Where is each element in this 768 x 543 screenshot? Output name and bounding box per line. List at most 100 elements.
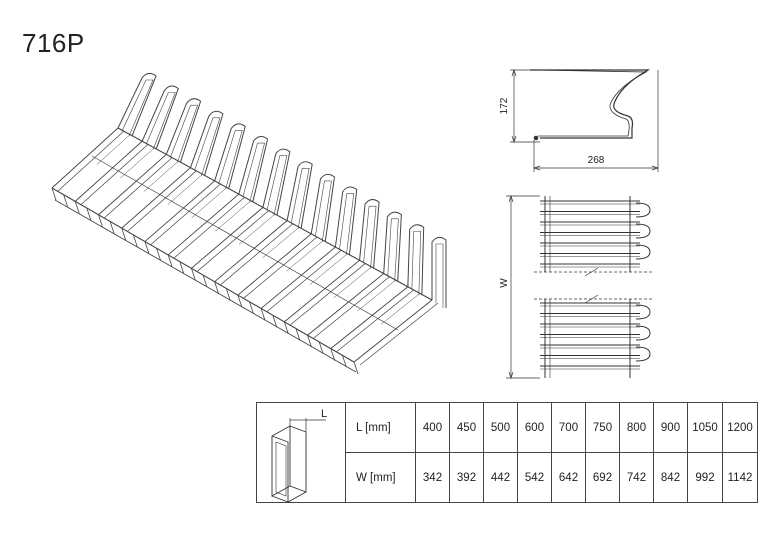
basket-front-hook	[225, 288, 231, 301]
basket-divider-loop	[290, 168, 310, 229]
basket-divider-loop	[435, 243, 444, 308]
basket-floor-wire	[243, 236, 318, 299]
basket-floor-wire	[392, 299, 433, 332]
basket-divider-loop	[141, 85, 179, 150]
table-row: L [mm] 400 450 500 600 700 750 800 900 1…	[256, 402, 758, 503]
basket-divider-loop	[117, 72, 157, 137]
basket-divider-loop	[214, 123, 246, 190]
basket-floor-wire	[309, 253, 348, 285]
basket-divider-loop	[170, 104, 199, 163]
basket-floor-wire	[220, 223, 294, 285]
basket-floor-wire	[359, 302, 439, 366]
basket-floor-wire	[144, 160, 179, 192]
basket-divider-loop	[238, 136, 269, 203]
basket-floor-wire	[357, 279, 396, 312]
basket-front-hook	[272, 315, 278, 328]
basket-front-hook	[295, 328, 301, 341]
basket-divider-loop	[286, 161, 313, 229]
depth-dimension-label: 268	[588, 155, 605, 166]
basket-front-hook	[237, 294, 243, 308]
basket-divider-loop	[339, 193, 355, 256]
basket-floor-wire	[369, 286, 409, 318]
basket-floor-wire	[238, 213, 276, 245]
basket-floor-wire	[127, 170, 197, 232]
width-dimension-label: W	[499, 278, 510, 288]
basket-divider-loop	[310, 173, 335, 242]
table-cell: 342	[415, 452, 450, 503]
top-view-loop-end	[635, 244, 651, 260]
basket-front-hook	[86, 207, 92, 221]
basket-floor-wire	[215, 200, 252, 232]
basket-floor-wire	[155, 167, 191, 199]
basket-divider-loop	[411, 231, 422, 295]
basket-front-hook	[132, 234, 138, 247]
table-cell: 750	[585, 402, 620, 453]
basket-floor-wire	[150, 183, 221, 245]
basket-floor-wire	[167, 174, 203, 205]
basket-floor-wire	[266, 249, 342, 312]
basket-floor-wire	[108, 141, 143, 172]
table-cell: 692	[585, 452, 620, 503]
basket-front-hook	[307, 335, 312, 348]
basket-floor-wire	[298, 246, 336, 278]
basket-perspective-illustration	[51, 72, 447, 375]
basket-front-hook	[144, 241, 150, 254]
basket-floor-wire	[262, 227, 300, 258]
basket-floor-wire	[179, 180, 215, 212]
basket-floor-wire	[120, 147, 155, 179]
product-code: 716P	[22, 28, 85, 58]
basket-front-hook	[342, 355, 347, 368]
size-table: L [mm] 400 450 500 600 700 750 800 900 1…	[256, 402, 758, 503]
top-view-loop-end	[635, 325, 651, 341]
basket-floor-wire	[104, 157, 173, 219]
basket-front-hook	[283, 321, 289, 334]
table-cell: 542	[517, 452, 552, 503]
table-cell: 642	[551, 452, 586, 503]
basket-divider-loop	[363, 205, 377, 269]
basket-front-rail	[54, 199, 357, 373]
basket-floor-wire	[197, 210, 270, 272]
basket-floor-wire	[336, 289, 415, 352]
table-cell: 1142	[722, 452, 758, 503]
basket-floor-wire	[290, 263, 366, 326]
top-view-loop-end	[635, 202, 651, 218]
basket-front-hook	[214, 281, 219, 294]
basket-front-hook	[121, 228, 127, 241]
basket-divider-loop	[266, 155, 288, 216]
table-cell: 500	[483, 402, 518, 453]
basket-floor-wire	[80, 143, 149, 205]
table-cell: 842	[653, 452, 688, 503]
basket-front-hook	[318, 341, 324, 355]
top-view-loop-end	[635, 346, 651, 362]
basket-divider-loop	[383, 211, 402, 282]
basket-front-hook	[63, 194, 68, 207]
table-cell: 600	[517, 402, 552, 453]
basket-front-hook	[74, 201, 80, 214]
table-cell: 400	[415, 402, 450, 453]
basket-front-hook	[191, 268, 196, 281]
basket-floor-wire	[380, 293, 421, 325]
basket-divider-loop	[242, 142, 265, 203]
table-icon-cell	[256, 402, 346, 503]
top-view-loop-end	[635, 304, 651, 320]
height-dimension-label: 172	[499, 97, 510, 114]
table-cell: 1200	[722, 402, 758, 453]
basket-divider-loop	[189, 110, 224, 176]
basket-floor-wire	[173, 196, 245, 259]
basket-floor-wire	[96, 134, 131, 165]
basket-floor-wire	[203, 193, 239, 225]
basket-mid-rail	[91, 155, 399, 331]
basket-front-hook	[260, 308, 266, 321]
basket-front-hook	[202, 274, 208, 288]
basket-front-hook	[249, 301, 254, 314]
basket-front-hook	[353, 361, 359, 375]
row-label: W [mm]	[345, 452, 416, 503]
table-cell: 700	[551, 402, 586, 453]
basket-floor-wire	[321, 260, 360, 292]
basket-floor-wire	[313, 276, 390, 339]
basket-divider-loop	[262, 148, 291, 216]
top-view-loop-end	[635, 223, 651, 239]
basket-floor-wire	[84, 127, 119, 159]
row-label: L [mm]	[345, 402, 416, 453]
